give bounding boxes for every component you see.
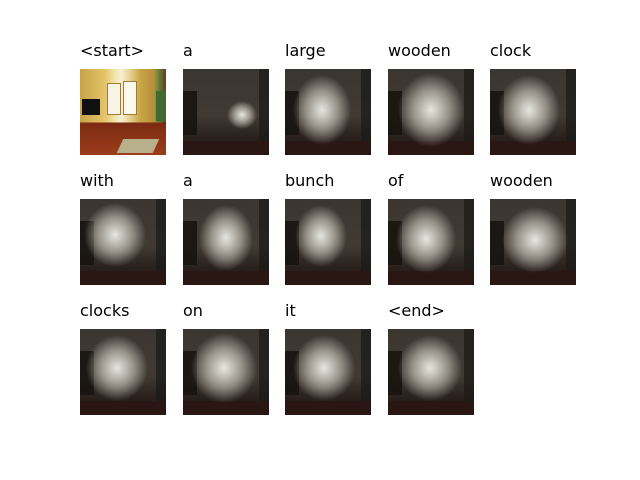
word-label: <end> [388, 301, 445, 320]
attention-map-thumbnail [183, 69, 269, 155]
word-label: wooden [490, 171, 553, 190]
attention-map-thumbnail [490, 199, 576, 285]
caption-step-panel: wooden [388, 41, 474, 155]
image-detail [464, 69, 474, 155]
image-detail [80, 401, 166, 415]
attention-map-thumbnail [80, 199, 166, 285]
image-detail [116, 139, 160, 153]
word-label: bunch [285, 171, 335, 190]
attention-highlight [502, 207, 568, 273]
image-detail [259, 69, 269, 155]
attention-map-thumbnail [285, 329, 371, 415]
caption-step-panel: <start> [80, 41, 166, 155]
caption-step-panel: of [388, 171, 474, 285]
image-detail [464, 329, 474, 415]
attention-highlight [398, 73, 464, 147]
image-detail [183, 401, 269, 415]
caption-step-panel: it [285, 301, 371, 415]
word-label: clocks [80, 301, 130, 320]
caption-step-panel: wooden [490, 171, 576, 285]
caption-step-panel: clock [490, 41, 576, 155]
image-detail [259, 329, 269, 415]
image-detail [285, 401, 371, 415]
image-detail [361, 199, 371, 285]
image-detail [388, 271, 474, 285]
word-label: large [285, 41, 326, 60]
image-detail [82, 99, 100, 115]
word-label: wooden [388, 41, 451, 60]
image-detail [285, 141, 371, 155]
word-label: with [80, 171, 114, 190]
word-label: on [183, 301, 203, 320]
image-detail [388, 141, 474, 155]
attention-map-thumbnail [388, 329, 474, 415]
attention-highlight [84, 203, 146, 267]
attention-map-thumbnail [183, 329, 269, 415]
attention-highlight [227, 101, 257, 129]
attention-highlight [398, 335, 462, 401]
caption-step-panel: a [183, 171, 269, 285]
image-detail [183, 271, 269, 285]
attention-highlight [293, 75, 351, 145]
image-detail [388, 401, 474, 415]
attention-highlight [86, 335, 148, 401]
image-detail [361, 329, 371, 415]
attention-map-thumbnail [285, 69, 371, 155]
attention-highlight [396, 205, 456, 273]
image-detail [183, 221, 197, 265]
attention-map-thumbnail [388, 199, 474, 285]
image-detail [183, 141, 269, 155]
attention-highlight [498, 75, 560, 145]
image-detail [285, 271, 371, 285]
image-detail [156, 329, 166, 415]
word-label: a [183, 171, 193, 190]
attention-highlight [191, 333, 257, 403]
image-detail [183, 91, 197, 135]
attention-map-thumbnail [183, 199, 269, 285]
source-image-thumbnail [80, 69, 166, 155]
attention-highlight [293, 335, 355, 401]
word-label: of [388, 171, 404, 190]
image-detail [80, 271, 166, 285]
image-detail [490, 141, 576, 155]
attention-map-thumbnail [388, 69, 474, 155]
image-detail [490, 221, 504, 265]
image-detail [123, 81, 137, 115]
image-detail [107, 83, 121, 115]
image-detail [361, 69, 371, 155]
word-label: clock [490, 41, 532, 60]
image-detail [566, 69, 576, 155]
caption-step-panel: with [80, 171, 166, 285]
image-detail [566, 199, 576, 285]
attention-map-thumbnail [490, 69, 576, 155]
image-detail [156, 91, 166, 121]
caption-step-panel: a [183, 41, 269, 155]
image-detail [156, 199, 166, 285]
word-label: it [285, 301, 296, 320]
caption-step-panel: on [183, 301, 269, 415]
word-label: a [183, 41, 193, 60]
attention-highlight [199, 205, 253, 271]
attention-highlight [295, 205, 347, 267]
image-detail [490, 271, 576, 285]
image-detail [259, 199, 269, 285]
caption-step-panel: <end> [388, 301, 474, 415]
word-label: <start> [80, 41, 145, 60]
caption-step-panel: clocks [80, 301, 166, 415]
image-detail [464, 199, 474, 285]
caption-step-panel: bunch [285, 171, 371, 285]
attention-map-thumbnail [80, 329, 166, 415]
attention-map-thumbnail [285, 199, 371, 285]
caption-step-panel: large [285, 41, 371, 155]
